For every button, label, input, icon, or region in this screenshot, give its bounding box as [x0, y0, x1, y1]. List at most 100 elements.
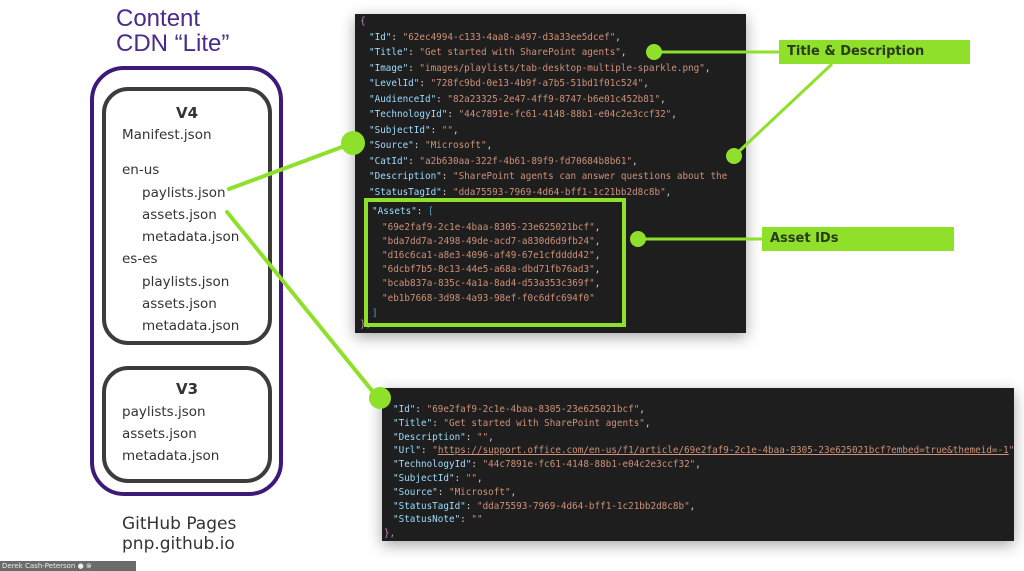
json-field: "Description": "SharePoint agents can an…	[369, 171, 728, 182]
v4-folder-box: V4 Manifest.json en-us paylists.json ass…	[102, 87, 272, 345]
asset-id-item: "bda7dd7a-2498-49de-acd7-a830d6d9fb24",	[382, 235, 601, 247]
asset-id-value: "6dcbf7b5-8c13-44e5-a68a-dbd71fb76ad3"	[382, 264, 595, 276]
json-field: "StatusTagId": "dda75593-7969-4d64-bff1-…	[369, 186, 672, 198]
json-key: "Id"	[393, 404, 416, 415]
json-field: "TechnologyId": "44c7891e-fc61-4148-88b1…	[369, 109, 677, 120]
json-value: "dda75593-7969-4d64-bff1-1c21bb2d8c8b"	[452, 186, 666, 198]
json-value: "Get started with SharePoint agents"	[419, 47, 621, 58]
asset-json-field: "Id": "69e2faf9-2c1e-4baa-8305-23e625021…	[393, 404, 645, 415]
assets-key: "Assets"	[372, 206, 417, 217]
asset-json-field: "Description": "",	[393, 431, 494, 443]
json-key: "StatusNote"	[393, 514, 461, 526]
json-key: "LevelId"	[369, 78, 420, 89]
asset-json-field: "StatusNote": ""	[393, 514, 483, 526]
open-brace: {	[360, 16, 366, 27]
json-key: "Source"	[393, 486, 438, 498]
json-field: "CatId": "a2b630aa-322f-4b61-89f9-fd7068…	[369, 155, 638, 167]
json-key: "SubjectId"	[369, 124, 431, 136]
diagram-title-line2: CDN “Lite”	[116, 30, 230, 57]
asset-json-field: "Title": "Get started with SharePoint ag…	[393, 417, 651, 429]
asset-json-field: "StatusTagId": "dda75593-7969-4d64-bff1-…	[393, 500, 696, 512]
camera-icon[interactable]: ⊗	[85, 562, 92, 570]
json-key: "Description"	[369, 171, 442, 182]
en-us-playlists-file: paylists.json	[142, 185, 226, 201]
v3-heading: V3	[175, 380, 199, 398]
assets-block: "Assets": [ "69e2faf9-2c1e-4baa-8305-23e…	[368, 202, 622, 323]
json-key: "Title"	[393, 417, 433, 429]
json-key: "StatusTagId"	[369, 186, 442, 198]
asset-close-brace: },	[384, 528, 396, 539]
mic-icon[interactable]: ●	[77, 562, 84, 570]
json-field: "AudienceId": "82a23325-2e47-4ff9-8747-b…	[369, 93, 666, 105]
json-field: "LevelId": "728fc9bd-0e13-4b9f-a7b5-51bd…	[369, 78, 649, 89]
hosting-line2: pnp.github.io	[122, 534, 235, 554]
json-value: ""	[465, 473, 477, 484]
asset-id-item: "bcab837a-835c-4a1a-8ad4-d53a353c369f",	[382, 278, 601, 290]
asset-id-value: "bcab837a-835c-4a1a-8ad4-d53a353c369f"	[382, 278, 595, 290]
v3-assets-file: assets.json	[122, 426, 197, 442]
asset-id-item: "69e2faf9-2c1e-4baa-8305-23e625021bcf",	[382, 221, 601, 233]
asset-json-field: "TechnologyId": "44c7891e-fc61-4148-88b1…	[393, 459, 701, 471]
en-us-assets-file: assets.json	[142, 207, 217, 223]
asset-id-value: "69e2faf9-2c1e-4baa-8305-23e625021bcf"	[382, 221, 595, 233]
json-key: "Url"	[393, 445, 421, 457]
asset-id-value: "d16c6ca1-a8e3-4096-af49-67e1cfdddd42"	[382, 249, 595, 261]
hosting-caption: GitHub Pages pnp.github.io	[122, 514, 236, 554]
json-key: "Id"	[369, 31, 392, 43]
json-key: "Description"	[393, 431, 466, 443]
json-key: "TechnologyId"	[393, 459, 472, 471]
json-key: "AudienceId"	[369, 93, 437, 105]
v3-metadata-file: metadata.json	[122, 448, 220, 464]
presenter-bar: Derek Cash-Peterson ● ⊗	[0, 561, 136, 571]
json-value: "82a23325-2e47-4ff9-8747-b6e01c452b81"	[447, 93, 661, 105]
article-url-link[interactable]: https://support.office.com/en-us/f1/arti…	[437, 445, 1009, 457]
hosting-line1: GitHub Pages	[122, 514, 237, 534]
v4-heading: V4	[175, 104, 199, 122]
json-key: "StatusTagId"	[393, 500, 466, 512]
callout-asset-ids: Asset IDs	[762, 227, 954, 251]
json-key: "CatId"	[369, 155, 409, 167]
json-value: "a2b630aa-322f-4b61-89f9-fd70684b8b61"	[419, 155, 633, 167]
locale-es-es: es-es	[122, 251, 158, 267]
json-value: "728fc9bd-0e13-4b9f-a7b5-51bd1f01c524"	[430, 78, 644, 89]
json-value: "Microsoft"	[448, 486, 511, 498]
json-value: ""	[476, 431, 489, 443]
json-value: "44c7891e-fc61-4148-88b1-e04c2e3ccf32"	[458, 109, 672, 120]
json-field: "Source": "Microsoft",	[369, 140, 493, 151]
asset-id-value: "eb1b7668-3d98-4a93-98ef-f0c6dfc694f0"	[382, 292, 595, 304]
connector-description-callout	[732, 62, 834, 158]
json-key: "Image"	[369, 62, 409, 74]
json-value: "images/playlists/tab-desktop-multiple-s…	[419, 62, 705, 74]
asset-id-value: "bda7dd7a-2498-49de-acd7-a830d6d9fb24"	[382, 235, 595, 247]
asset-json-panel: "Id": "69e2faf9-2c1e-4baa-8305-23e625021…	[382, 388, 1014, 541]
es-es-metadata-file: metadata.json	[142, 318, 240, 334]
json-field: "Id": "62ec4994-c133-4aa8-a497-d3a33ee5d…	[369, 31, 621, 43]
json-field: "Title": "Get started with SharePoint ag…	[369, 47, 627, 58]
v3-folder-box: V3 paylists.json assets.json metadata.js…	[102, 366, 272, 483]
assets-close-bracket: ]	[372, 308, 378, 319]
diagram-title: Content CDN “Lite”	[116, 6, 229, 56]
json-value: ""	[441, 124, 453, 136]
json-key: "TechnologyId"	[369, 109, 448, 120]
locale-en-us: en-us	[122, 162, 160, 178]
es-es-playlists-file: playlists.json	[142, 274, 230, 290]
en-us-metadata-file: metadata.json	[142, 229, 240, 245]
asset-json-field: "Url": "https://support.office.com/en-us…	[393, 445, 1014, 457]
json-value: "69e2faf9-2c1e-4baa-8305-23e625021bcf"	[426, 404, 640, 415]
json-key: "Title"	[369, 47, 409, 58]
manifest-file: Manifest.json	[122, 127, 212, 143]
asset-id-item: "d16c6ca1-a8e3-4096-af49-67e1cfdddd42",	[382, 249, 601, 261]
json-value: "44c7891e-fc61-4148-88b1-e04c2e3ccf32"	[482, 459, 696, 471]
presenter-name: Derek Cash-Peterson	[2, 562, 76, 570]
asset-id-item: "eb1b7668-3d98-4a93-98ef-f0c6dfc694f0"	[382, 291, 595, 307]
asset-json-field: "Source": "Microsoft",	[393, 486, 517, 498]
json-value: "Get started with SharePoint agents"	[443, 417, 645, 429]
json-value: "dda75593-7969-4d64-bff1-1c21bb2d8c8b"	[476, 500, 690, 512]
es-es-assets-file: assets.json	[142, 296, 217, 312]
json-field: "SubjectId": "",	[369, 124, 459, 136]
json-key: "SubjectId"	[393, 473, 455, 484]
asset-id-item: "6dcbf7b5-8c13-44e5-a68a-dbd71fb76ad3",	[382, 264, 601, 276]
json-key: "Source"	[369, 140, 414, 151]
json-field: "Image": "images/playlists/tab-desktop-m…	[369, 62, 711, 74]
json-value: ""	[471, 514, 483, 526]
